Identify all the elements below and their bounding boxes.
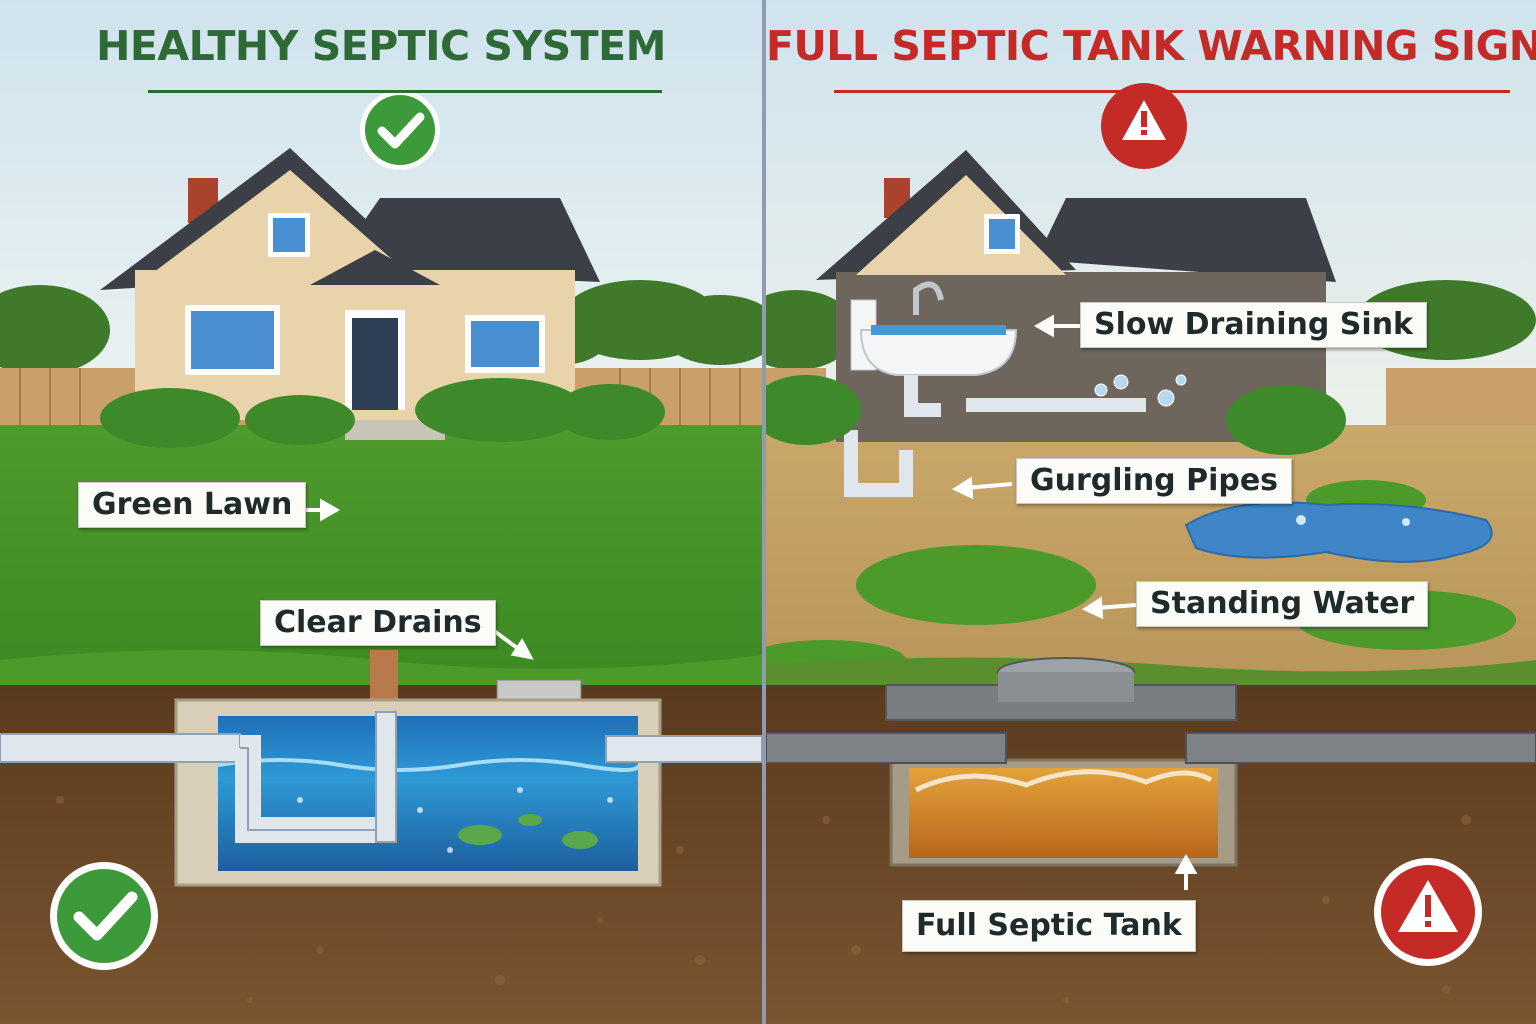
house-cutaway	[816, 150, 1336, 497]
slow-draining-sink-label: Slow Draining Sink	[1080, 302, 1427, 348]
full-septic-tank-label: Full Septic Tank	[902, 900, 1196, 952]
warning-scene	[766, 0, 1536, 1024]
standing-water-puddle	[1184, 501, 1493, 563]
check-circle-icon	[50, 862, 158, 970]
gurgling-pipes-label: Gurgling Pipes	[1016, 458, 1293, 504]
warning-signs-panel: FULL SEPTIC TANK WARNING SIGNS Slow Drai…	[766, 0, 1536, 1024]
top-check-circle-icon	[360, 90, 440, 170]
healthy-title-underline	[148, 90, 662, 93]
inlet-outlet-pipes	[766, 732, 1536, 764]
standing-water-label: Standing Water	[1136, 581, 1429, 627]
water-splashes	[1296, 515, 1410, 526]
healthy-title: HEALTHY SEPTIC SYSTEM	[96, 22, 666, 70]
warning-title-underline	[834, 90, 1510, 93]
clear-drains-label: Clear Drains	[260, 600, 496, 646]
green-lawn-label: Green Lawn	[78, 482, 307, 528]
panel-divider	[762, 0, 766, 1024]
shrubs	[766, 375, 1346, 455]
inlet-outlet-pipes	[0, 711, 762, 843]
soil-texture	[822, 815, 1471, 1003]
shrubs	[100, 378, 665, 448]
healthy-system-panel: HEALTHY SEPTIC SYSTEM Green Lawn Clear D…	[0, 0, 762, 1024]
house	[100, 148, 600, 440]
warning-title: FULL SEPTIC TANK WARNING SIGNS	[766, 22, 1536, 70]
healthy-scene	[0, 0, 762, 1024]
septic-tank-full	[885, 657, 1238, 867]
label-arrows	[951, 314, 1198, 890]
top-warning-triangle-icon	[1101, 83, 1187, 169]
warning-triangle-icon	[1374, 858, 1482, 966]
